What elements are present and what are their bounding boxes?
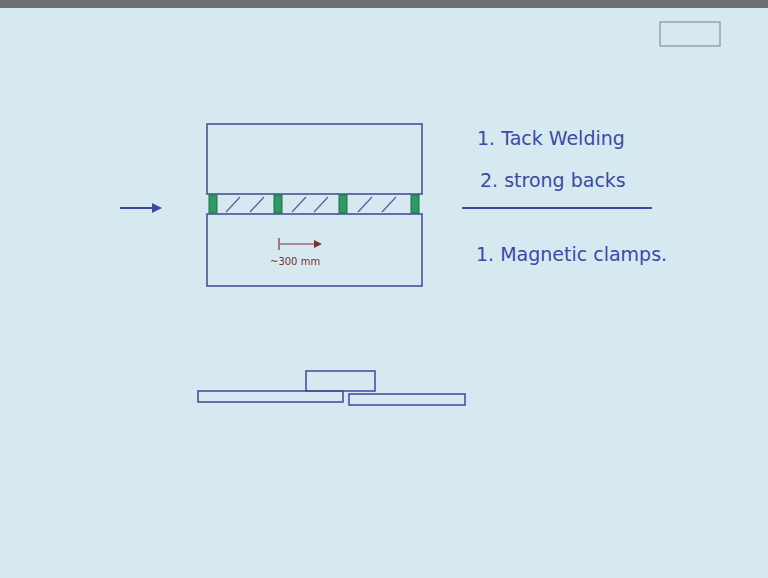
strongback xyxy=(306,371,375,391)
top-plate xyxy=(207,124,422,194)
underline xyxy=(462,207,652,209)
bottom-plate xyxy=(207,214,422,286)
tack-weld xyxy=(209,195,419,213)
right-plate xyxy=(349,394,465,405)
weld-hatch xyxy=(226,197,396,212)
method-item: 1. Tack Welding xyxy=(477,128,625,149)
paper-edge xyxy=(0,0,768,8)
dimension-label: ~300 mm xyxy=(270,256,320,267)
method-item: 1. Magnetic clamps. xyxy=(476,244,667,265)
stamp-box xyxy=(660,22,720,46)
left-plate xyxy=(198,391,343,402)
method-item: 2. strong backs xyxy=(480,170,626,191)
dimension-line xyxy=(279,238,322,250)
pointer-arrow xyxy=(120,203,162,213)
